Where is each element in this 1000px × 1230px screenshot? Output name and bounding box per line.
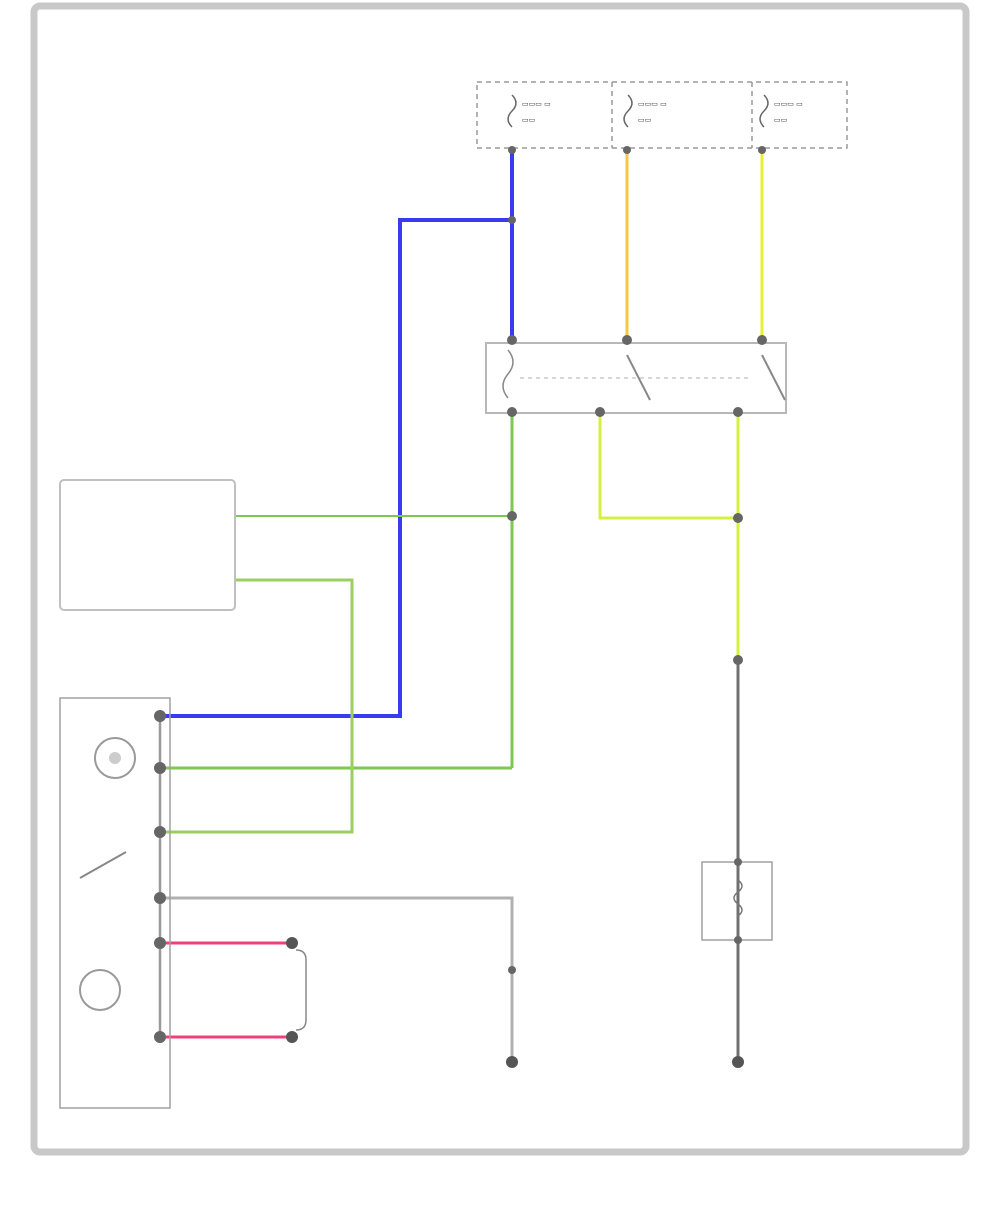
- connector-dots: [507, 146, 767, 974]
- svg-text:▭▭▭ ▭: ▭▭▭ ▭: [522, 100, 551, 108]
- svg-text:▭▭▭ ▭: ▭▭▭ ▭: [774, 100, 803, 108]
- illumination-lamp-icon: [79, 969, 121, 1011]
- wire-pink: [160, 941, 292, 1039]
- wire-blue: [160, 150, 514, 718]
- switch-assembly: [59, 697, 171, 1109]
- wire-green: [160, 412, 514, 834]
- fuse-1: ▭▭▭ ▭ ▭▭: [507, 94, 551, 128]
- diagram-frame: [30, 2, 970, 1156]
- svg-text:▭▭: ▭▭: [522, 116, 535, 124]
- wire-black-ground: [160, 896, 514, 1060]
- svg-text:▭▭: ▭▭: [774, 116, 787, 124]
- fuse-3: ▭▭▭ ▭ ▭▭: [759, 94, 803, 128]
- svg-text:▭▭: ▭▭: [638, 116, 651, 124]
- ground-1: [506, 1056, 518, 1068]
- control-unit: [59, 479, 236, 611]
- wire-yellow-green: [598, 412, 740, 660]
- switch-contact-icon: [79, 851, 127, 879]
- illumination-connector: [286, 937, 307, 1043]
- fuse-box: ▭▭▭ ▭ ▭▭ ▭▭▭ ▭ ▭▭ ▭▭▭ ▭ ▭▭: [476, 81, 848, 149]
- svg-text:▭▭▭ ▭: ▭▭▭ ▭: [638, 100, 667, 108]
- indicator-lamp-icon: [94, 737, 136, 779]
- defogger-relay: [485, 342, 787, 414]
- fuse-2: ▭▭▭ ▭ ▭▭: [623, 94, 667, 128]
- ground-icon: [732, 1056, 744, 1068]
- ground-icon: [506, 1056, 518, 1068]
- ground-2: [732, 1056, 744, 1068]
